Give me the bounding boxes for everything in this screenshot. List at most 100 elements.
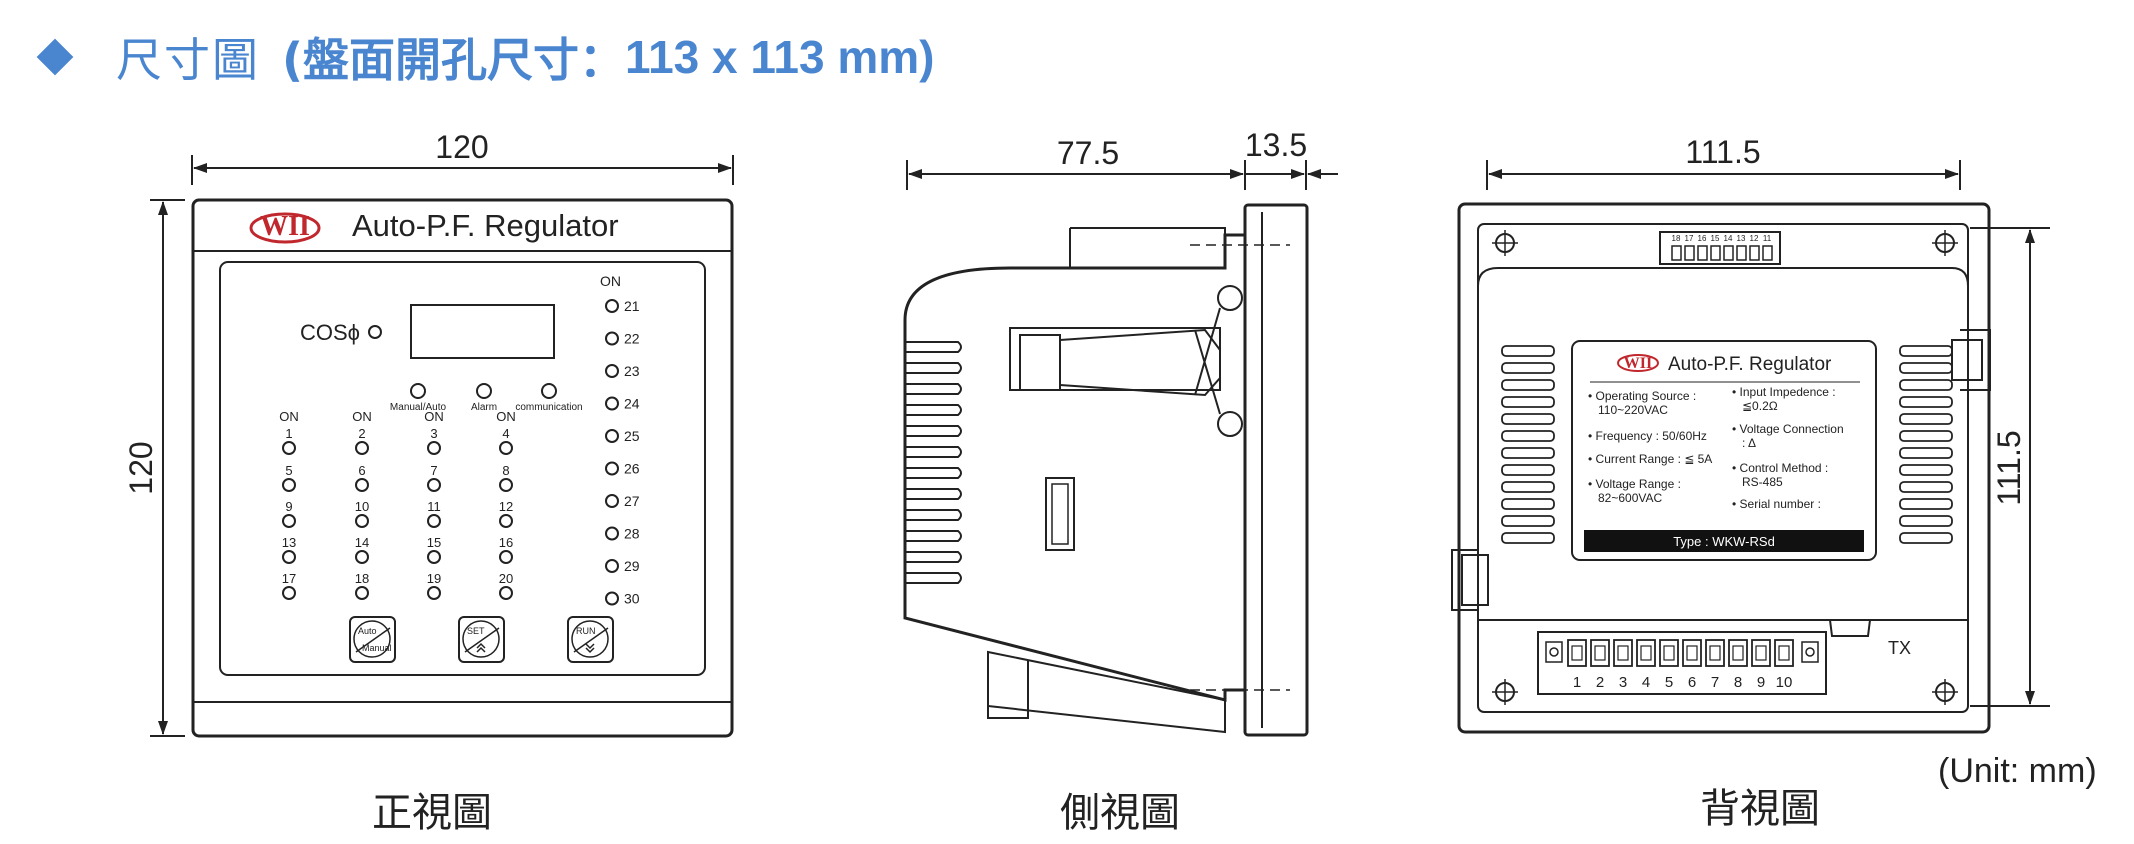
spec-line: • Voltage Connection (1732, 422, 1844, 436)
vent-slot (1501, 345, 1555, 357)
side-bezel (1243, 203, 1309, 737)
channel-led (605, 429, 619, 443)
side-depth-label: 77.5 (1057, 135, 1119, 171)
channel-led (282, 441, 296, 455)
spec-line: • Input Impedence : (1732, 385, 1836, 399)
side-dim-depth: 77.5 13.5 (906, 127, 1338, 190)
vent-slot (906, 509, 962, 521)
rear-dim-height: 111.5 (1970, 227, 2050, 707)
spec-line: ≦0.2Ω (1742, 399, 1778, 413)
vent-slot (1899, 464, 1953, 476)
channel-led (499, 478, 513, 492)
specs-left: • Operating Source :110~220VAC• Frequenc… (1588, 389, 1712, 505)
terminal-end-hole (1805, 647, 1815, 657)
terminal-number: 15 (1711, 234, 1720, 243)
front-dim-width: 120 (191, 129, 734, 185)
channel-led (427, 441, 441, 455)
channel-number-label: 12 (499, 499, 513, 514)
channel-number-label: 4 (502, 426, 509, 441)
side-housing (903, 233, 1245, 702)
vent-slot (906, 551, 962, 563)
vent-slot (1899, 396, 1953, 408)
vent-slot (906, 467, 962, 479)
channel-number-label: 24 (624, 396, 640, 412)
terminal-slot (1684, 245, 1695, 261)
vent-slot (1899, 362, 1953, 374)
auto-manual-button[interactable]: Auto Manual (349, 616, 396, 663)
svg-text:WII: WII (1624, 355, 1652, 372)
terminal-screw (1732, 645, 1744, 661)
channel-led (605, 591, 619, 606)
channel-number-label: 10 (355, 499, 369, 514)
subtitle-size: 113 x 113 mm) (625, 31, 935, 83)
channel-led (605, 364, 619, 378)
vent-slot (906, 572, 962, 584)
channel-led (605, 526, 619, 541)
front-inner-panel (219, 261, 706, 676)
vent-slot (1899, 515, 1953, 527)
channel-number-label: 20 (499, 571, 513, 586)
terminal-number: 14 (1724, 234, 1733, 243)
rear-clip-right (1960, 329, 1991, 391)
terminal-number: 9 (1757, 674, 1765, 691)
terminal-screw (1594, 645, 1606, 661)
channel-led (605, 396, 619, 411)
terminal-screw (1640, 645, 1652, 661)
spec-line: 82~600VAC (1598, 491, 1662, 505)
vent-slot (1501, 498, 1555, 510)
led-label-manual-auto: Manual/Auto (390, 402, 447, 413)
terminal-slot (1736, 245, 1747, 261)
side-window (1045, 477, 1075, 551)
terminal-end-cap (1801, 641, 1819, 663)
channel-number-label: 5 (285, 463, 292, 478)
terminal-slot (1749, 245, 1760, 261)
cos-led (368, 325, 382, 339)
terminal-number: 7 (1711, 674, 1719, 691)
channel-number-label: 8 (502, 463, 509, 478)
channel-led (499, 586, 513, 600)
rear-logo: WII (1617, 354, 1659, 372)
title-text: 尺寸圖 (116, 33, 260, 87)
channel-number-label: 11 (427, 499, 441, 514)
rear-frame (1457, 202, 1991, 734)
terminal-end-cap (1545, 641, 1563, 663)
set-button[interactable]: SET (458, 616, 505, 663)
svg-text:SET: SET (467, 626, 485, 636)
vent-slot (906, 362, 962, 374)
terminal-slot (1659, 639, 1679, 667)
terminal-number: 5 (1665, 674, 1673, 691)
page-title: 尺寸圖 (盤面開孔尺寸： 113 x 113 mm) (28, 22, 935, 92)
front-width-label: 120 (435, 129, 488, 165)
channel-number-label: 2 (358, 426, 365, 441)
run-button[interactable]: RUN (567, 616, 614, 663)
type-bar (1584, 530, 1864, 552)
terminal-number: 13 (1737, 234, 1746, 243)
rear-height-label: 111.5 (1991, 430, 2027, 505)
channel-number-label: 6 (358, 463, 365, 478)
terminal-end-hole (1549, 647, 1559, 657)
rear-dim-width: 111.5 (1486, 134, 1961, 190)
rear-width-label: 111.5 (1685, 134, 1760, 170)
spec-line: • Voltage Range : (1588, 477, 1681, 491)
spec-line: • Operating Source : (1588, 389, 1696, 403)
side-panel-label: 13.5 (1245, 127, 1307, 163)
vent-slot (906, 446, 962, 458)
terminal-slot (1671, 245, 1682, 261)
rear-clip-left (1451, 549, 1478, 611)
terminal-number: 2 (1596, 674, 1604, 691)
channel-number-label: 7 (430, 463, 437, 478)
terminal-screw (1617, 645, 1629, 661)
channel-led (499, 550, 513, 564)
channel-led (282, 478, 296, 492)
vent-slot (906, 488, 962, 500)
svg-text:WII: WII (260, 211, 310, 242)
channel-led (499, 441, 513, 455)
rear-vents (1501, 345, 1953, 544)
channel-led (355, 478, 369, 492)
terminal-number: 3 (1619, 674, 1627, 691)
vent-slot (1899, 345, 1953, 357)
terminal-number: 16 (1698, 234, 1707, 243)
